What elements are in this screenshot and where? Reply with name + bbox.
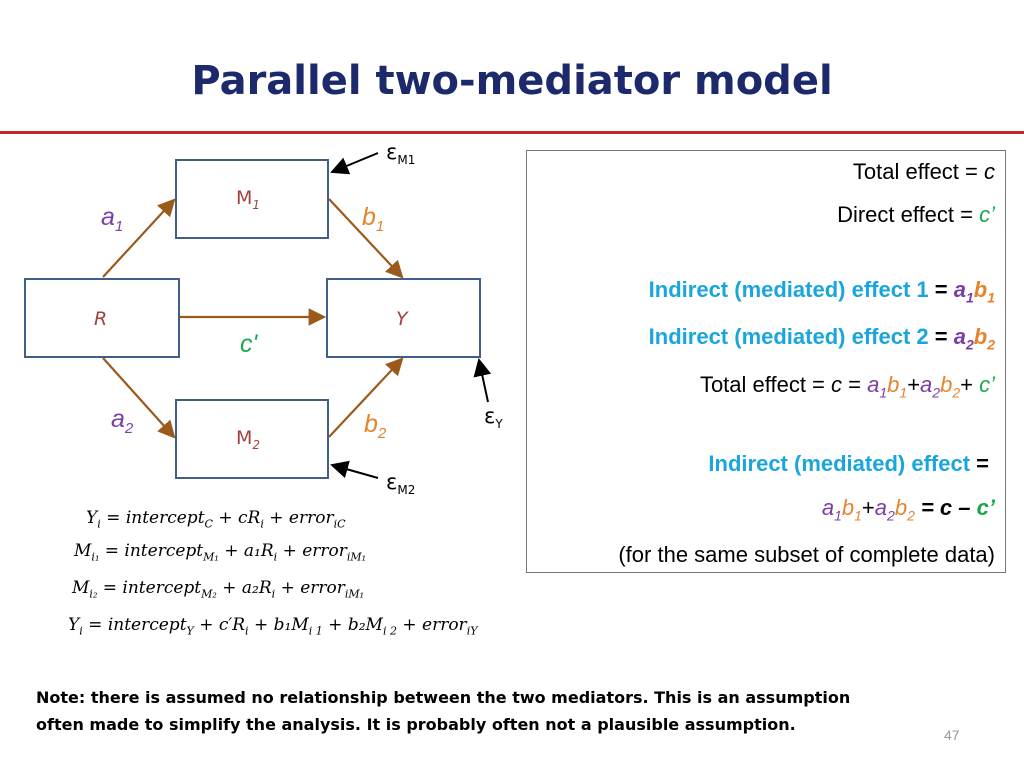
title-divider [0, 131, 1024, 134]
error-m2: εM2 [386, 470, 416, 498]
indirect-effect-2-line: Indirect (mediated) effect 2 = a2b2 [648, 324, 995, 353]
note-line-2: often made to simplify the analysis. It … [36, 715, 796, 734]
arrow-m2-to-y [328, 357, 404, 438]
path-label-b1: b1 [362, 203, 385, 235]
node-m2 [175, 399, 329, 479]
path-label-c-prime: c' [240, 330, 258, 358]
indirect-effect-1-line: Indirect (mediated) effect 1 = a1b1 [648, 277, 995, 306]
node-m1-label: M1 [236, 187, 261, 212]
slide-number: 47 [944, 727, 960, 743]
node-r [24, 278, 180, 358]
path-label-a2: a2 [111, 405, 134, 437]
arrow-em1 [330, 152, 379, 175]
assumption-note: Note: there is assumed no relationship b… [36, 684, 916, 738]
error-y: εY [484, 404, 503, 432]
error-m1: εM1 [386, 140, 416, 168]
slide-title: Parallel two-mediator model [191, 58, 833, 104]
arrow-ey [473, 358, 492, 403]
indirect-total-line: Indirect (mediated) effect = [708, 451, 989, 476]
equation-m2: Mi₂ = interceptM₂ + a₂Ri + erroriM₁ [72, 578, 365, 601]
node-y [326, 278, 481, 358]
subset-note: (for the same subset of complete data) [618, 542, 995, 567]
equation-m1: Mi₁ = interceptM₁ + a₁Ri + erroriM₁ [74, 541, 367, 564]
note-line-1: Note: there is assumed no relationship b… [36, 688, 851, 707]
effects-panel: Total effect = c Direct effect = c’ Indi… [526, 150, 1006, 573]
node-y-label: Y [396, 308, 408, 330]
node-m2-label: M2 [236, 427, 261, 452]
arrow-r-to-m2 [102, 357, 176, 439]
direct-effect-line: Direct effect = c’ [837, 202, 995, 227]
arrow-r-to-m1 [102, 198, 176, 278]
node-m1 [175, 159, 329, 239]
path-label-b2: b2 [364, 410, 387, 442]
equation-y: Yi = interceptC + cRi + erroriC [86, 508, 346, 531]
total-effect-line: Total effect = c [852, 159, 995, 184]
arrow-em2 [330, 460, 379, 479]
total-effect-sum-line: Total effect = c = a1b1+a2b2+ c’ [699, 372, 995, 401]
path-label-a1: a1 [101, 203, 124, 235]
indirect-total-formula: a1b1+a2b2 = c – c’ [821, 495, 995, 524]
node-r-label: R [94, 308, 108, 330]
equation-y-full: Yi = interceptY + c′Ri + b₁Mi 1 + b₂Mi 2… [68, 615, 478, 638]
arrow-m1-to-y [328, 198, 404, 279]
